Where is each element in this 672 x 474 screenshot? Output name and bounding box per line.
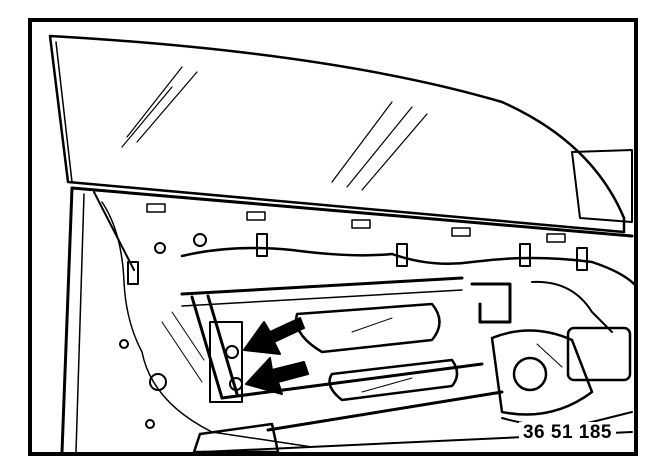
door-assembly-drawing bbox=[48, 34, 634, 452]
glass-clamp bbox=[470, 282, 512, 324]
callout-arrow-lower bbox=[245, 357, 309, 395]
wiring-harness bbox=[180, 246, 634, 286]
lock-rods bbox=[93, 191, 139, 285]
diagram-frame: 36 51 185 bbox=[28, 18, 638, 456]
mirror-mount bbox=[571, 149, 633, 223]
regulator-motor bbox=[490, 280, 632, 416]
callout-arrow-upper bbox=[243, 317, 305, 355]
glass-reflection-lines bbox=[121, 66, 428, 191]
regulator-rails bbox=[180, 276, 504, 432]
rail-clips bbox=[146, 203, 566, 243]
harness-connectors bbox=[256, 233, 588, 271]
window-glass bbox=[48, 34, 626, 234]
door-inner-panel bbox=[60, 186, 634, 452]
regulator-bracket bbox=[209, 321, 243, 403]
panel-hatching bbox=[161, 311, 563, 393]
mounting-holes bbox=[119, 233, 207, 429]
figure-reference-number: 36 51 185 bbox=[518, 422, 616, 444]
